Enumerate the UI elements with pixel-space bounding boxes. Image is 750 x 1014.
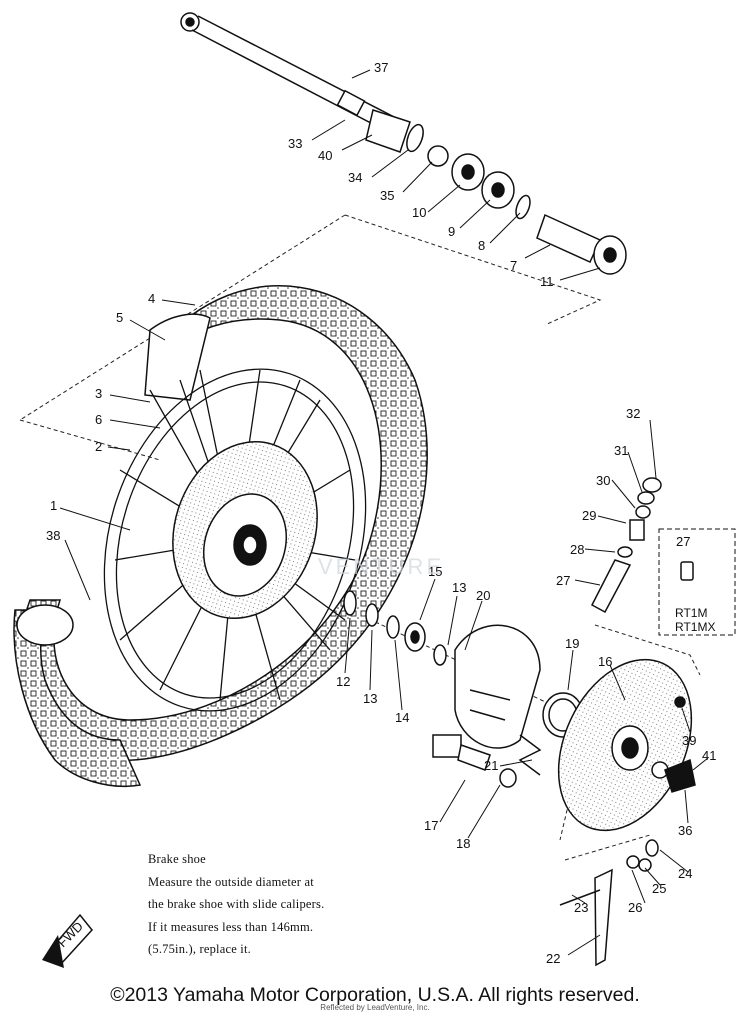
callout-leaders [59, 69, 709, 956]
callout-31: 31 [614, 443, 628, 458]
front-tire [13, 285, 428, 787]
callout-21: 21 [484, 758, 498, 773]
callout-23: 23 [574, 900, 588, 915]
callout-19: 19 [565, 636, 579, 651]
callout-35: 35 [380, 188, 394, 203]
model-variant-labels: RT1M RT1MX [675, 606, 715, 634]
callout-4: 4 [148, 291, 155, 306]
callout-17: 17 [424, 818, 438, 833]
watermark: VENTURE [318, 554, 445, 579]
front-axle [180, 12, 401, 135]
callout-3: 3 [95, 386, 102, 401]
callout-8: 8 [478, 238, 485, 253]
wheel-hub [172, 440, 318, 620]
credit-line: Reflected by LeadVenture, Inc. [320, 1003, 430, 1012]
brake-note-line-1: Measure the outside diameter at [148, 874, 314, 889]
callout-25: 25 [652, 881, 666, 896]
callout-41: 41 [702, 748, 716, 763]
brake-shoe-note: Brake shoe Measure the outside diameter … [148, 848, 438, 961]
callout-5: 5 [116, 310, 123, 325]
callout-13: 13 [452, 580, 466, 595]
callout-20: 20 [476, 588, 490, 603]
model-variant-box [658, 528, 736, 636]
callout-numbers: 37 33 40 34 35 10 9 8 7 11 4 5 3 6 2 1 3… [46, 60, 716, 966]
brake-note-line-2: the brake shoe with slide calipers. [148, 897, 325, 911]
callout-30: 30 [596, 473, 610, 488]
model-label-rt1mx: RT1MX [675, 620, 716, 634]
axle-parts [336, 89, 627, 275]
callout-26: 26 [628, 900, 642, 915]
callout-10: 10 [412, 205, 426, 220]
callout-14: 14 [395, 710, 409, 725]
callout-37: 37 [374, 60, 388, 75]
callout-16: 16 [598, 654, 612, 669]
copyright-notice: ©2013 Yamaha Motor Corporation, U.S.A. A… [110, 984, 640, 1006]
callout-6: 6 [95, 412, 102, 427]
callout-36: 36 [678, 823, 692, 838]
callout-32: 32 [626, 406, 640, 421]
callout-28: 28 [570, 542, 584, 557]
callout-11: 11 [540, 274, 554, 289]
callout-15: 15 [428, 564, 442, 579]
callout-2: 2 [95, 439, 102, 454]
callout-24: 24 [678, 866, 692, 881]
callout-33: 33 [288, 136, 302, 151]
callout-27-inset: 27 [676, 534, 690, 549]
callout-1: 1 [50, 498, 57, 513]
speedometer-gear-parts [590, 477, 694, 614]
brake-note-line-4: (5.75in.), replace it. [148, 942, 251, 956]
callout-18: 18 [456, 836, 470, 851]
fwd-arrow-icon: FWD [42, 913, 93, 968]
callout-7: 7 [510, 258, 517, 273]
callout-22: 22 [546, 951, 560, 966]
callout-38: 38 [46, 528, 60, 543]
callout-34: 34 [348, 170, 362, 185]
callout-9: 9 [448, 224, 455, 239]
brake-note-line-3: If it measures less than 146mm. [148, 919, 314, 934]
callout-12: 12 [336, 674, 350, 689]
callout-13-lower: 13 [363, 691, 377, 706]
model-label-rt1m: RT1M [675, 606, 708, 620]
callout-29: 29 [582, 508, 596, 523]
callout-39: 39 [682, 733, 696, 748]
callout-27: 27 [556, 573, 570, 588]
callout-40: 40 [318, 148, 332, 163]
brake-note-title: Brake shoe [148, 852, 206, 866]
brake-assembly-parts [343, 590, 696, 967]
